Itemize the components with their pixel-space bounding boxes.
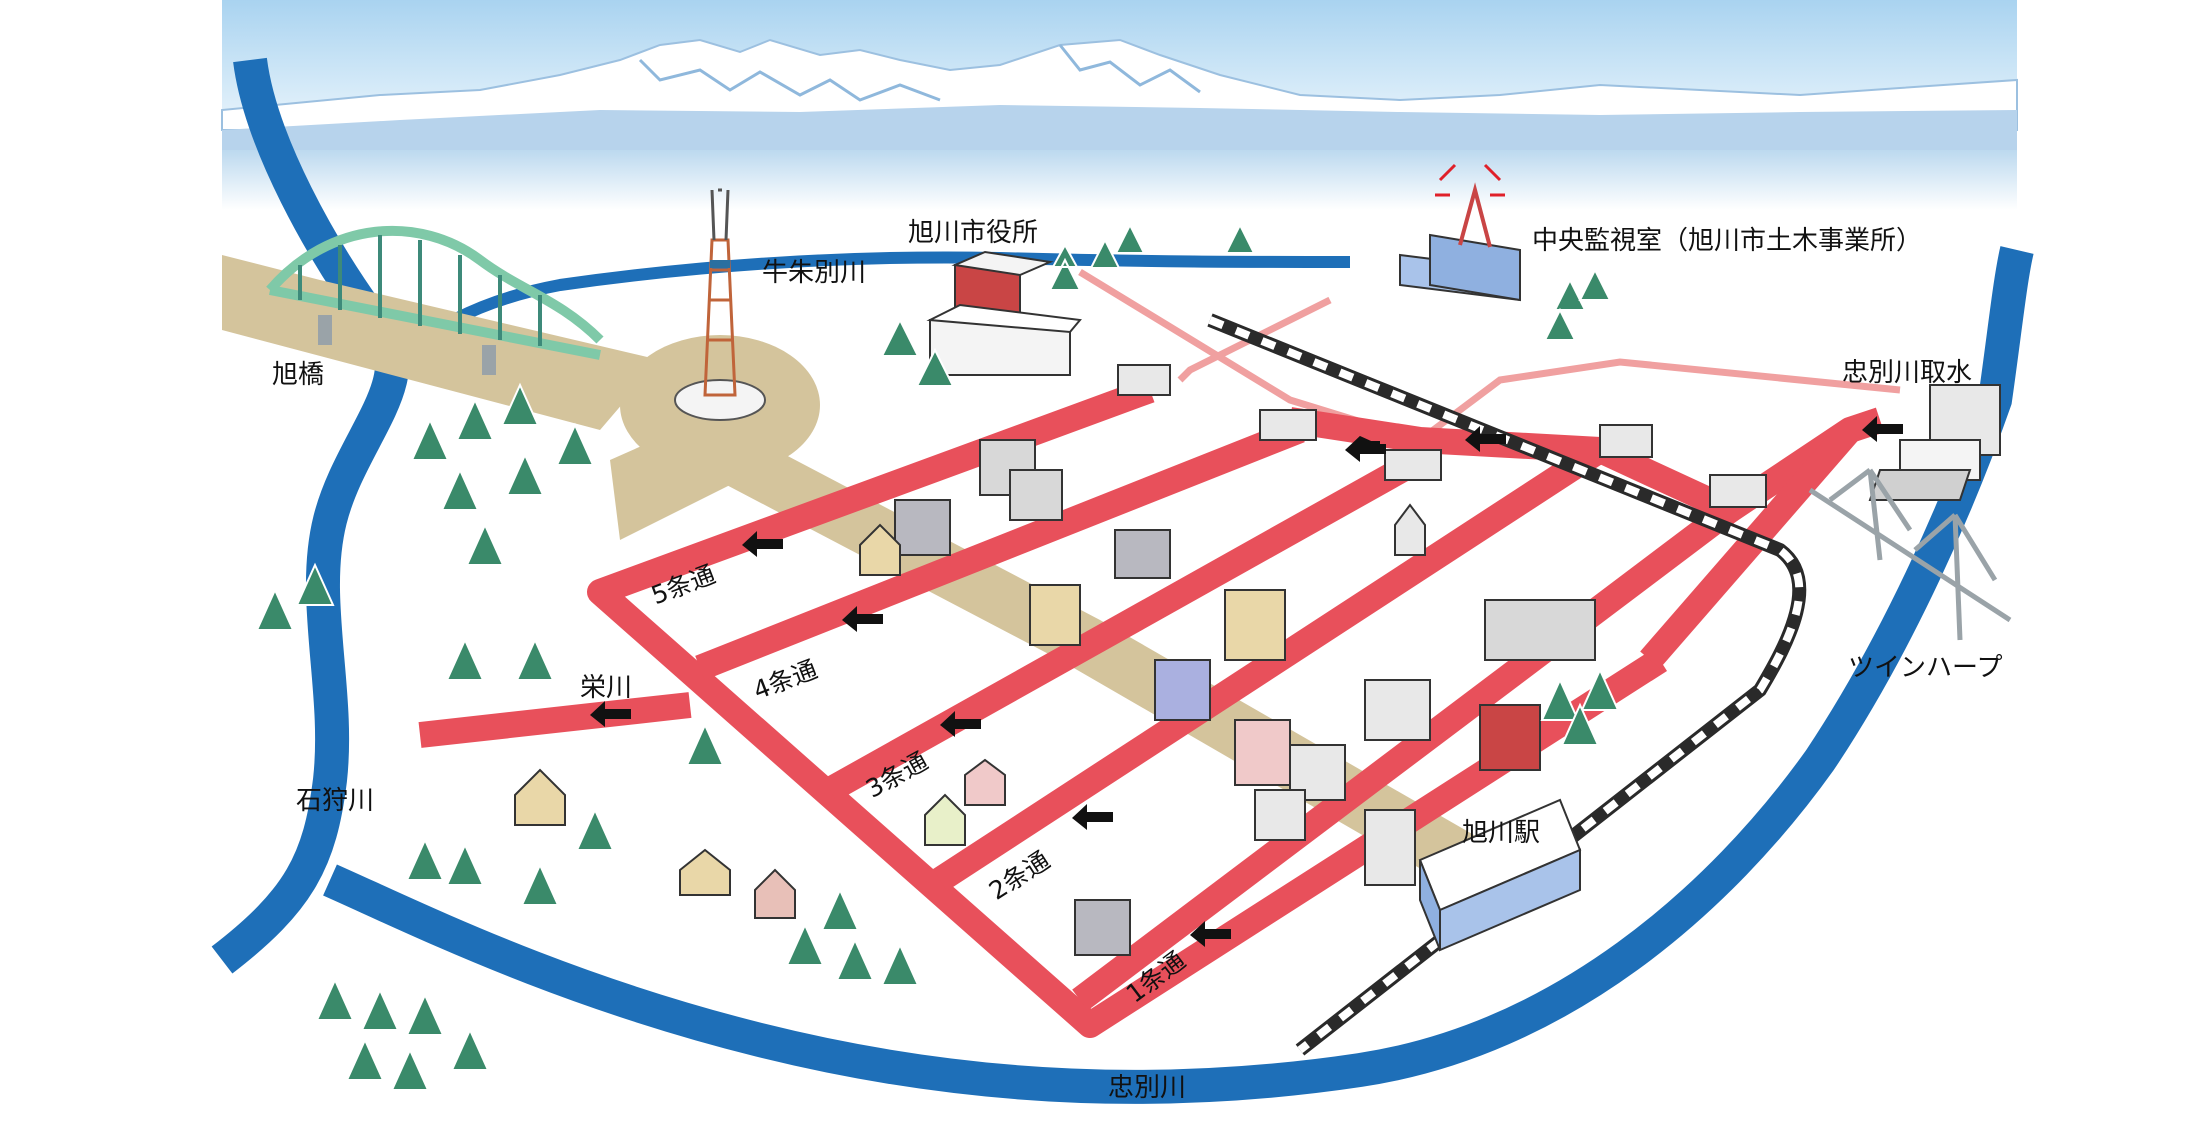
tree-icon [315, 977, 355, 1021]
building-icon [1484, 599, 1596, 661]
house-icon [924, 793, 966, 846]
building-icon [1029, 584, 1081, 646]
label-twin-harp: ツインハープ [1848, 653, 2003, 683]
tree-icon [1224, 222, 1256, 254]
flow-arrows [590, 416, 1903, 947]
label-asahikawa-station: 旭川駅 [1462, 818, 1541, 848]
tree-icon [500, 382, 540, 426]
arrow-left-icon [590, 701, 631, 727]
arrow-left-icon [940, 711, 981, 737]
tree-icon [685, 722, 725, 766]
house-icon [514, 768, 566, 826]
label-ushishubetsu-river: 牛朱別川 [762, 258, 867, 288]
tree-icon [520, 862, 560, 906]
arrow-left-icon [1345, 436, 1386, 462]
tree-icon [1114, 222, 1146, 254]
tree-icon [1580, 667, 1620, 711]
ishikari-river [211, 57, 409, 974]
label-chubetsu-intake: 忠別川取水 [1842, 358, 1973, 388]
city-hall-building-icon [926, 250, 1082, 376]
asahikawa-station-building-icon [1364, 798, 1582, 952]
building-icon [1234, 719, 1291, 786]
building-icon [1009, 469, 1063, 521]
label-sakae-river: 栄川 [580, 673, 633, 703]
tree-icon [255, 587, 295, 631]
twin-harp-cable-bridge-icon [1808, 468, 2012, 641]
tree-icon [1543, 307, 1577, 341]
buildings [894, 364, 1767, 956]
arrow-left-icon [1190, 921, 1231, 947]
tree-icon [880, 942, 920, 986]
tree-icon [820, 887, 860, 931]
tower-icon [674, 188, 766, 421]
arrow-left-icon [842, 606, 883, 632]
label-control-room: 中央監視室（旭川市土木事業所） [1532, 226, 1923, 256]
tree-icon [1089, 237, 1121, 269]
house-icon [859, 523, 901, 576]
tree-icon [1540, 677, 1580, 721]
houses [514, 503, 1426, 919]
building-icon [894, 499, 951, 556]
tree-icon [410, 417, 450, 461]
house-icon [679, 848, 731, 896]
building-icon [1364, 679, 1431, 741]
building-icon [1254, 789, 1306, 841]
house-icon [1394, 503, 1426, 556]
tree-icon [1553, 277, 1587, 311]
arrow-left-icon [1862, 416, 1903, 442]
tree-icon [445, 842, 485, 886]
trees [255, 222, 1620, 1091]
railway [1207, 313, 1807, 1056]
tree-icon [390, 1047, 430, 1091]
building-icon [1114, 529, 1171, 579]
tree-icon [465, 522, 505, 566]
building-icon [1074, 899, 1131, 956]
tree-icon [1578, 267, 1612, 301]
tree-icon [915, 347, 955, 387]
mountains [221, 38, 2018, 210]
control-room-building-icon [1399, 163, 1521, 302]
tree-icon [405, 992, 445, 1036]
building-icon [1479, 704, 1541, 771]
tree-icon [785, 922, 825, 966]
building-icon [1599, 424, 1653, 458]
tree-icon [1560, 702, 1600, 746]
tree-icon [1048, 242, 1082, 291]
ushishubetsu-river [375, 251, 1351, 384]
tree-icon [440, 467, 480, 511]
arrow-left-icon [1465, 426, 1506, 452]
tree-icon [555, 422, 595, 466]
tree-icon [295, 562, 335, 606]
tree-icon [450, 1027, 490, 1071]
tree-icon [360, 987, 400, 1031]
asahibashi-bridge-icon [266, 225, 604, 375]
building-icon [1117, 364, 1171, 396]
label-chubetsu-river: 忠別川 [1108, 1073, 1187, 1103]
arrow-left-icon [742, 531, 783, 557]
tree-icon [345, 1037, 385, 1081]
heated-road-network [418, 377, 1885, 1038]
tree-icon [515, 637, 555, 681]
label-ishikari-river: 石狩川 [296, 786, 375, 816]
tree-icon [880, 317, 920, 357]
tree-icon [445, 637, 485, 681]
tree-icon [575, 807, 615, 851]
building-icon [1709, 474, 1767, 508]
building-icon [1259, 409, 1317, 441]
building-icon [1384, 449, 1442, 481]
tree-icon [835, 937, 875, 981]
tree-icon [405, 837, 445, 881]
label-city-hall: 旭川市役所 [908, 218, 1039, 248]
arrow-left-icon [1072, 804, 1113, 830]
building-icon [1224, 589, 1286, 661]
house-icon [964, 758, 1006, 806]
tree-icon [505, 452, 545, 496]
tree-icon [455, 397, 495, 441]
label-asahibashi: 旭橋 [272, 360, 325, 390]
building-icon [1154, 659, 1211, 721]
house-icon [754, 868, 796, 919]
